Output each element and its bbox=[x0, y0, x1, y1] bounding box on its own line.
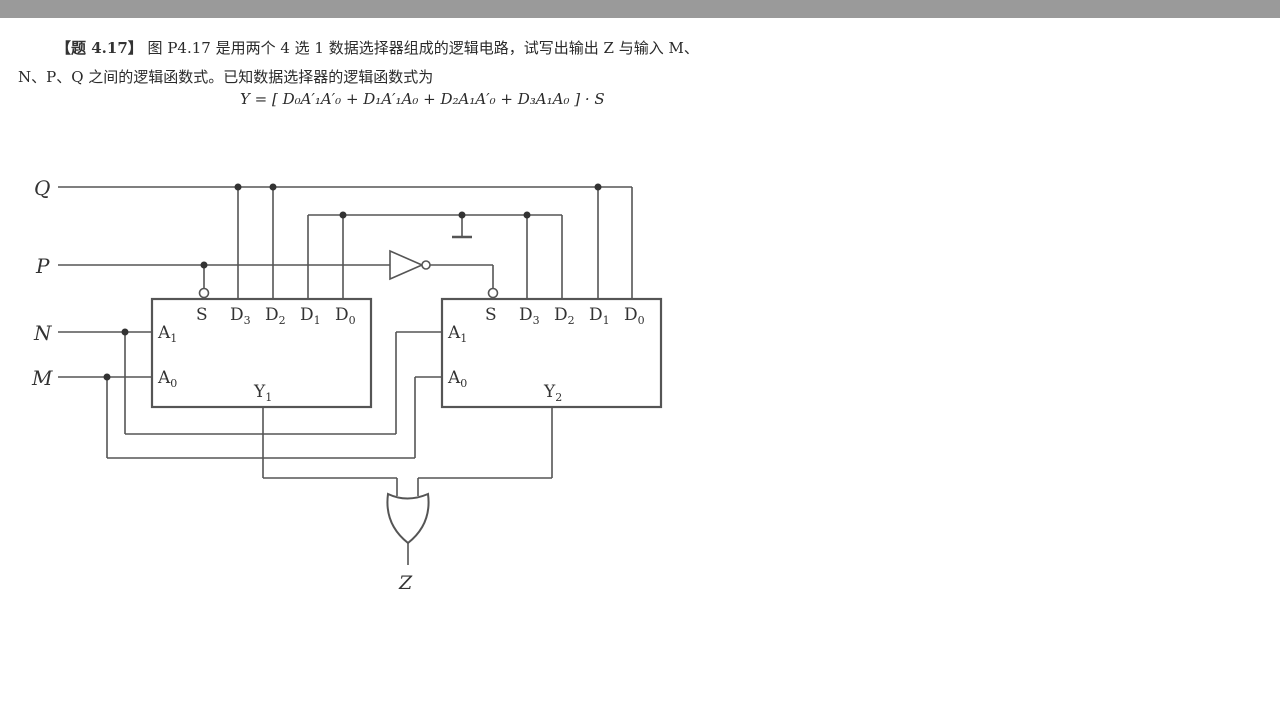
problem-tag: 【题 4.17】 bbox=[56, 39, 143, 57]
mux2-pin-a0: A0 bbox=[447, 368, 467, 390]
mux1-pin-d0: D0 bbox=[335, 305, 356, 327]
mux1-pin-a0: A0 bbox=[157, 368, 177, 390]
mux1-pin-s: S bbox=[196, 305, 208, 325]
mux-formula: Y = [ D₀A′₁A′₀ + D₁A′₁A₀ + D₂A₁A′₀ + D₃A… bbox=[240, 90, 605, 108]
mux2-pin-d2: D2 bbox=[554, 305, 575, 327]
mux1-output-y1: Y1 bbox=[253, 382, 272, 404]
mux2-pin-s: S bbox=[485, 305, 497, 325]
mux1-pin-d1: D1 bbox=[300, 305, 321, 327]
top-bar bbox=[0, 0, 1280, 18]
mux2-pin-d1: D1 bbox=[589, 305, 610, 327]
problem-line-2: N、P、Q 之间的逻辑函数式。已知数据选择器的逻辑函数式为 bbox=[18, 68, 434, 86]
mux1-pin-a1: A1 bbox=[157, 323, 177, 345]
mux1-pin-d2: D2 bbox=[265, 305, 286, 327]
mux2-pin-a1: A1 bbox=[447, 323, 467, 345]
mux2-pin-d3: D3 bbox=[519, 305, 540, 327]
problem-text: 【题 4.17】 图 P4.17 是用两个 4 选 1 数据选择器组成的逻辑电路… bbox=[18, 34, 818, 92]
input-label-m: M bbox=[31, 366, 53, 390]
input-label-q: Q bbox=[34, 176, 50, 200]
problem-line-1: 图 P4.17 是用两个 4 选 1 数据选择器组成的逻辑电路，试写出输出 Z … bbox=[147, 39, 699, 57]
input-label-n: N bbox=[33, 321, 53, 345]
input-label-p: P bbox=[35, 254, 50, 278]
output-label-z: Z bbox=[398, 572, 413, 594]
mux2-pin-d0: D0 bbox=[624, 305, 645, 327]
mux2-output-y2: Y2 bbox=[543, 382, 562, 404]
mux1-pin-d3: D3 bbox=[230, 305, 251, 327]
